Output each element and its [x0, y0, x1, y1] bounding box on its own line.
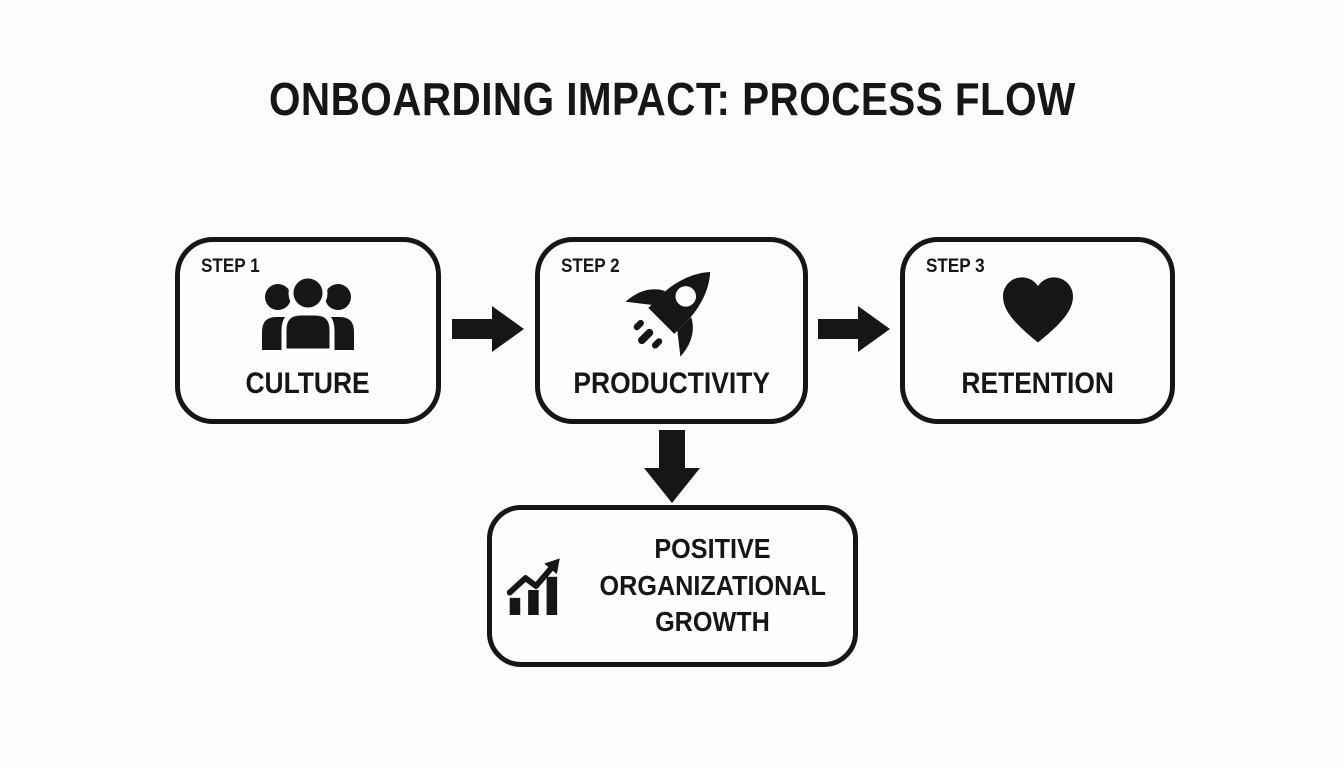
step-box-culture: STEP 1 CULTURE: [175, 237, 441, 424]
step-tag: STEP 1: [201, 256, 260, 277]
step-box-productivity: STEP 2 PRODUCTIVITY: [535, 237, 808, 424]
step-label: RETENTION: [961, 367, 1114, 400]
step-label: CULTURE: [245, 367, 371, 400]
growth-chart-icon: [507, 557, 573, 615]
page-title-text: ONBOARDING IMPACT: PROCESS FLOW: [268, 73, 1076, 125]
page-title: ONBOARDING IMPACT: PROCESS FLOW: [0, 72, 1344, 126]
people-group-icon: [258, 272, 358, 352]
rocket-icon: [618, 254, 726, 362]
heart-icon: [999, 274, 1077, 344]
step-tag: STEP 2: [561, 256, 620, 277]
result-label: POSITIVE ORGANIZATIONAL GROWTH: [599, 532, 826, 638]
arrow-right-icon: [452, 303, 524, 355]
result-box-growth: POSITIVE ORGANIZATIONAL GROWTH: [487, 505, 858, 667]
arrow-right-icon: [818, 303, 890, 355]
step-label: PRODUCTIVITY: [573, 367, 770, 400]
step-tag: STEP 3: [926, 256, 985, 277]
arrow-down-icon: [643, 430, 701, 504]
step-box-retention: STEP 3 RETENTION: [900, 237, 1175, 424]
